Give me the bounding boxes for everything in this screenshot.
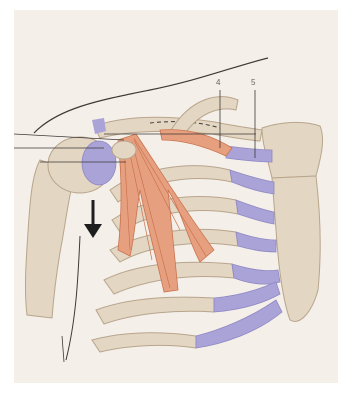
cartilage-4 — [236, 232, 276, 252]
label-4: 4 — [216, 78, 220, 87]
sternum-body — [272, 176, 320, 321]
label-5: 5 — [251, 78, 255, 87]
rib-6 — [96, 297, 214, 324]
cartilage-2 — [230, 170, 274, 194]
arm-contour-line — [66, 236, 80, 360]
rib-7 — [92, 333, 196, 352]
coracoid-process — [112, 141, 136, 159]
traction-arrow-head — [84, 224, 102, 238]
cartilage-3 — [236, 200, 274, 224]
arm-contour-line-2 — [62, 336, 64, 362]
cartilage-5 — [232, 264, 280, 284]
